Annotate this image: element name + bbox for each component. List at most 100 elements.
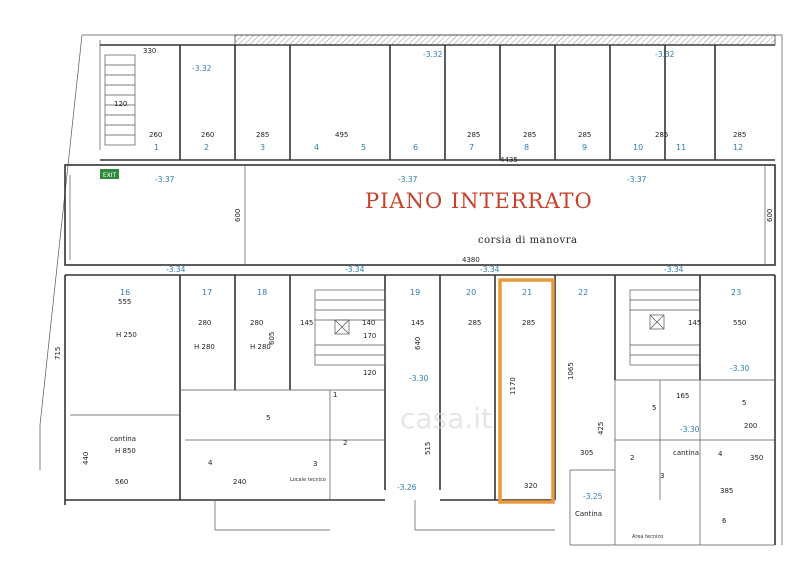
dimension: 350 bbox=[750, 454, 763, 462]
room-label: 1 bbox=[333, 391, 337, 399]
dimension: 320 bbox=[524, 482, 537, 490]
dimension: 640 bbox=[414, 337, 422, 350]
bottom-widths: 280 280 145 140 145 285 145 285 550 bbox=[198, 319, 746, 327]
level-marker: -3.37 bbox=[627, 175, 647, 184]
level-marker: -3.32 bbox=[423, 50, 443, 59]
bay-number: 19 bbox=[410, 288, 420, 297]
dimension: 600 bbox=[234, 209, 242, 222]
level-marker: -3.30 bbox=[680, 425, 700, 434]
bay-number: 10 bbox=[633, 143, 643, 152]
bay-number: 4 bbox=[314, 143, 319, 152]
dimension: 1170 bbox=[509, 377, 517, 395]
bay-number: 21 bbox=[522, 288, 532, 297]
dimension: 285 bbox=[468, 319, 481, 327]
bay-number: 17 bbox=[202, 288, 212, 297]
level-marker: -3.30 bbox=[730, 364, 750, 373]
other-dimensions: 4435 4380 600 600 715 440 330 120 555 56… bbox=[54, 47, 774, 495]
dimension: 280 bbox=[250, 319, 263, 327]
top-box-row bbox=[100, 34, 776, 161]
bay-number: 7 bbox=[469, 143, 474, 152]
room-label: 3 bbox=[660, 472, 664, 480]
level-marker: -3.30 bbox=[409, 374, 429, 383]
room-label: 5 bbox=[742, 399, 746, 407]
dimension: 285 bbox=[523, 131, 536, 139]
room-label: H 280 bbox=[194, 343, 215, 351]
dimension: 305 bbox=[580, 449, 593, 457]
dimension: 440 bbox=[82, 452, 90, 465]
level-marker: -3.37 bbox=[155, 175, 175, 184]
dimension: 145 bbox=[411, 319, 424, 327]
dimension: 560 bbox=[115, 478, 128, 486]
plan-subtitle: corsia di manovra bbox=[478, 235, 577, 246]
level-marker: -3.34 bbox=[664, 265, 684, 274]
dimension: 285 bbox=[522, 319, 535, 327]
dimension: 515 bbox=[424, 442, 432, 455]
room-label: H 250 bbox=[116, 331, 137, 339]
dimension: 240 bbox=[233, 478, 246, 486]
bay-numbers-bottom: 16 17 18 19 20 21 22 23 bbox=[120, 288, 741, 297]
maneuver-aisle bbox=[64, 164, 776, 266]
level-marker: -3.34 bbox=[166, 265, 186, 274]
bay-number: 11 bbox=[676, 143, 686, 152]
room-label: Locale tecnico bbox=[290, 477, 326, 483]
dimension: 600 bbox=[766, 209, 774, 222]
level-marker: -3.32 bbox=[192, 64, 212, 73]
dimension: 385 bbox=[720, 487, 733, 495]
dimension: 280 bbox=[198, 319, 211, 327]
dimension: 425 bbox=[597, 422, 605, 435]
exit-sign-label: EXIT bbox=[103, 172, 117, 179]
dimension: 285 bbox=[467, 131, 480, 139]
room-label: 3 bbox=[313, 460, 317, 468]
bay-number: 6 bbox=[413, 143, 418, 152]
dimension: 555 bbox=[118, 298, 131, 306]
room-label: Area tecnico bbox=[632, 534, 663, 540]
bay-number: 23 bbox=[731, 288, 741, 297]
room-label: 5 bbox=[652, 404, 656, 412]
dimension: 285 bbox=[733, 131, 746, 139]
bay-number: 12 bbox=[733, 143, 743, 152]
dimension: 1065 bbox=[567, 362, 575, 380]
dimension: 165 bbox=[676, 392, 689, 400]
dimension: 285 bbox=[578, 131, 591, 139]
dimension: 605 bbox=[268, 332, 276, 345]
dimension: 550 bbox=[733, 319, 746, 327]
dimension: 145 bbox=[300, 319, 313, 327]
room-label: 2 bbox=[343, 439, 347, 447]
bay-number: 18 bbox=[257, 288, 267, 297]
bay-number: 2 bbox=[204, 143, 209, 152]
dimension: 200 bbox=[744, 422, 757, 430]
dimension: 285 bbox=[655, 131, 668, 139]
bay-number: 22 bbox=[578, 288, 588, 297]
room-labels: H 250 H 280 H 280 cantina H 850 cantina … bbox=[110, 331, 746, 540]
level-marker: -3.25 bbox=[583, 492, 603, 501]
room-label: H 850 bbox=[115, 447, 136, 455]
level-marker: -3.34 bbox=[480, 265, 500, 274]
bay-number: 5 bbox=[361, 143, 366, 152]
dimension: 4435 bbox=[500, 156, 518, 164]
level-marker: -3.37 bbox=[398, 175, 418, 184]
room-label: 4 bbox=[718, 450, 723, 458]
dimension: 260 bbox=[201, 131, 214, 139]
dimension: 495 bbox=[335, 131, 348, 139]
level-marker: -3.26 bbox=[397, 483, 417, 492]
bay-numbers-top: 1 2 3 4 5 6 7 8 9 10 11 12 bbox=[154, 143, 743, 152]
bay-number: 9 bbox=[582, 143, 587, 152]
exit-sign: EXIT bbox=[100, 169, 119, 179]
level-marker: -3.32 bbox=[655, 50, 675, 59]
room-label: 6 bbox=[722, 517, 727, 525]
watermark: casa.it bbox=[400, 402, 492, 435]
bay-number: 20 bbox=[466, 288, 476, 297]
room-label: 4 bbox=[208, 459, 213, 467]
dimension: 120 bbox=[114, 100, 127, 108]
bay-number: 8 bbox=[524, 143, 529, 152]
stair-bottom-right bbox=[629, 289, 701, 366]
bay-number: 3 bbox=[260, 143, 265, 152]
room-label: cantina bbox=[110, 435, 136, 443]
level-marker: -3.34 bbox=[345, 265, 365, 274]
dimension: 4380 bbox=[462, 256, 480, 264]
bay-number: 16 bbox=[120, 288, 130, 297]
dimension: 260 bbox=[149, 131, 162, 139]
dimension: 140 bbox=[362, 319, 375, 327]
dimension: 715 bbox=[54, 347, 62, 360]
